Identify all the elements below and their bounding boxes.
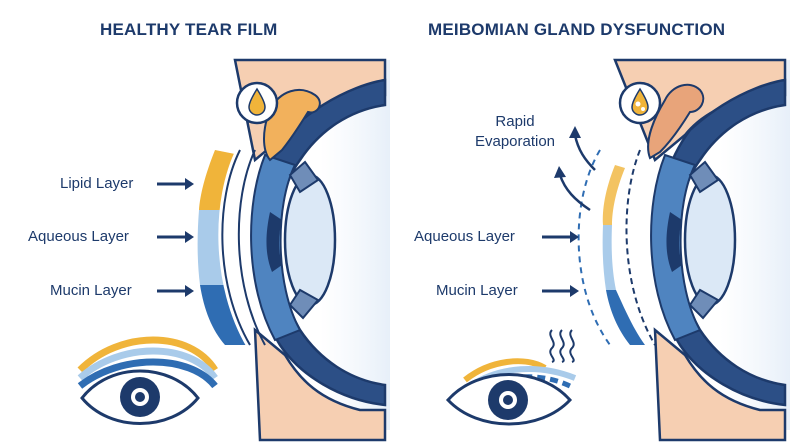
healthy-eye-cross-section — [197, 58, 390, 442]
oil-drop-icon — [235, 81, 279, 125]
clogged-meibomian-gland — [647, 83, 705, 160]
evaporation-arrows — [554, 126, 596, 212]
aqueous-layer-label: Aqueous Layer — [28, 228, 129, 245]
evaporating-lipid-outline — [577, 149, 611, 346]
mucin-layer-band — [200, 285, 250, 345]
meibomian-gland — [263, 89, 321, 162]
eye-icon — [77, 336, 218, 425]
arrow-icon — [157, 178, 194, 297]
right-panel-title: MEIBOMIAN GLAND DYSFUNCTION — [428, 20, 726, 39]
eye-icon — [445, 358, 577, 426]
left-panel-title: HEALTHY TEAR FILM — [100, 20, 278, 39]
heat-waves-icon — [549, 329, 575, 363]
oil-drop-icon — [618, 81, 662, 125]
mucin-layer-label: Mucin Layer — [50, 282, 132, 299]
mgd-aqueous-layer-label: Aqueous Layer — [414, 228, 515, 245]
mgd-mucin-layer-label: Mucin Layer — [436, 282, 518, 299]
mgd-eye-cross-section — [577, 58, 790, 442]
lipid-layer-label: Lipid Layer — [60, 175, 134, 192]
arrow-icon — [542, 231, 579, 297]
rapid-evaporation-label: Rapid Evaporation — [474, 113, 556, 150]
